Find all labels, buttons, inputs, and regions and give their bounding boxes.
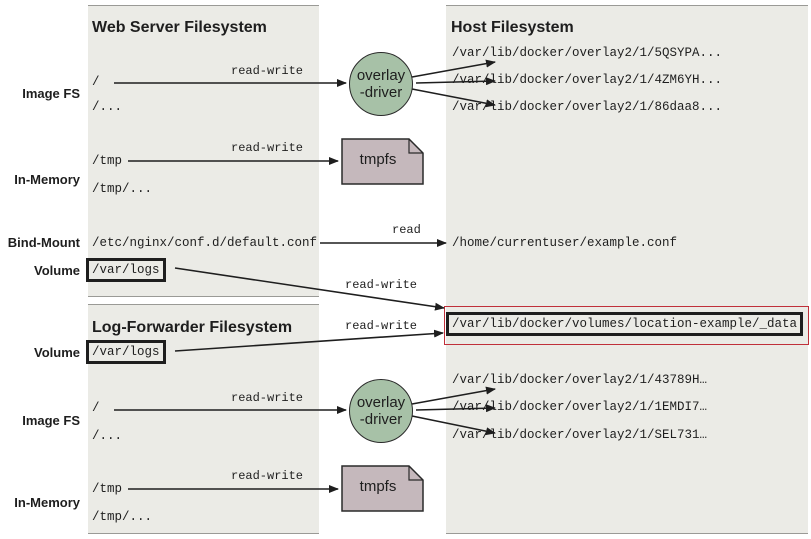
- host-overlay-web-path-1: /var/lib/docker/overlay2/1/5QSYPA...: [452, 46, 723, 60]
- log-tmp-path: /tmp: [92, 482, 123, 496]
- web-server-bottom-rule: [88, 296, 319, 297]
- tmpfs-fold-1: [408, 139, 423, 154]
- host-bottom-rule: [446, 533, 808, 534]
- web-logs-volume-path: /var/logs: [86, 258, 166, 282]
- row-label-volume: Volume: [34, 263, 80, 278]
- row-label-image-fs-log: Image FS: [22, 413, 80, 428]
- web-root-path: /: [92, 75, 100, 89]
- row-label-volume-log: Volume: [34, 345, 80, 360]
- host-volume-data-path: /var/lib/docker/volumes/location-example…: [446, 312, 804, 336]
- log-root-more-path: /...: [92, 429, 123, 443]
- arrow-label-in-memory-log: read-write: [231, 469, 304, 483]
- row-label-image-fs: Image FS: [22, 86, 80, 101]
- host-overlay-log-path-3: /var/lib/docker/overlay2/1/SEL731…: [452, 428, 708, 442]
- overlay-driver-log-line2: -driver: [359, 411, 403, 428]
- log-forwarder-title: Log-Forwarder Filesystem: [92, 319, 293, 336]
- tmpfs-label-2: tmpfs: [359, 478, 397, 495]
- tmpfs-label-1: tmpfs: [359, 151, 397, 168]
- overlay-driver-log-line1: overlay: [356, 394, 406, 411]
- arrow-overlay2-to-host-3: [411, 415, 496, 436]
- arrow-label-volume-log: read-write: [345, 319, 418, 333]
- arrow-overlay-to-host-1: [411, 59, 496, 78]
- arrow-overlay2-to-host-2: [415, 404, 496, 413]
- host-example-conf-path: /home/currentuser/example.conf: [452, 236, 678, 250]
- web-nginx-conf-path: /etc/nginx/conf.d/default.conf: [92, 236, 318, 250]
- web-root-more-path: /...: [92, 100, 123, 114]
- arrow-web-volume-to-host: [174, 267, 445, 311]
- log-tmp-more-path: /tmp/...: [92, 510, 153, 524]
- host-overlay-log-path-2: /var/lib/docker/overlay2/1/1EMDI7…: [452, 400, 708, 414]
- overlay-driver-web-line1: overlay: [356, 67, 406, 84]
- host-overlay-web-path-3: /var/lib/docker/overlay2/1/86daa8...: [452, 100, 723, 114]
- volume-data-highlight: [444, 306, 809, 345]
- host-overlay-log-path-1: /var/lib/docker/overlay2/1/43789H…: [452, 373, 708, 387]
- arrow-label-volume: read-write: [345, 278, 418, 292]
- web-tmp-more-path: /tmp/...: [92, 182, 153, 196]
- arrow-label-bind-mount: read: [392, 223, 421, 237]
- overlay-driver-log: overlay -driver: [349, 379, 413, 443]
- overlay-driver-web: overlay -driver: [349, 52, 413, 116]
- log-forwarder-bottom-rule: [88, 533, 319, 534]
- arrow-label-image-fs-log: read-write: [231, 391, 304, 405]
- overlay-driver-web-line2: -driver: [359, 84, 403, 101]
- row-label-in-memory-log: In-Memory: [14, 495, 80, 510]
- log-root-path: /: [92, 401, 100, 415]
- arrow-overlay-to-host-3: [411, 88, 496, 108]
- tmpfs-shape-1: [341, 138, 424, 185]
- host-overlay-web-path-2: /var/lib/docker/overlay2/1/4ZM6YH...: [452, 73, 723, 87]
- row-label-bind-mount: Bind-Mount: [7, 235, 80, 250]
- arrow-log-volume-to-host: [174, 329, 444, 352]
- log-forwarder-top-rule: [88, 304, 319, 305]
- log-logs-volume-path: /var/logs: [86, 340, 166, 364]
- web-tmp-path: /tmp: [92, 154, 123, 168]
- arrow-overlay-to-host-2: [415, 77, 496, 86]
- tmpfs-fold-2: [408, 466, 423, 481]
- host-top-rule: [446, 5, 808, 6]
- host-title: Host Filesystem: [451, 19, 574, 36]
- tmpfs-shape-2: [341, 465, 424, 512]
- row-label-in-memory: In-Memory: [14, 172, 80, 187]
- host-panel: [446, 6, 808, 534]
- arrow-label-image-fs: read-write: [231, 64, 304, 78]
- web-server-title: Web Server Filesystem: [92, 19, 267, 36]
- web-server-top-rule: [88, 5, 319, 6]
- arrow-overlay2-to-host-1: [411, 386, 496, 405]
- web-server-panel: [88, 6, 319, 296]
- arrow-label-in-memory: read-write: [231, 141, 304, 155]
